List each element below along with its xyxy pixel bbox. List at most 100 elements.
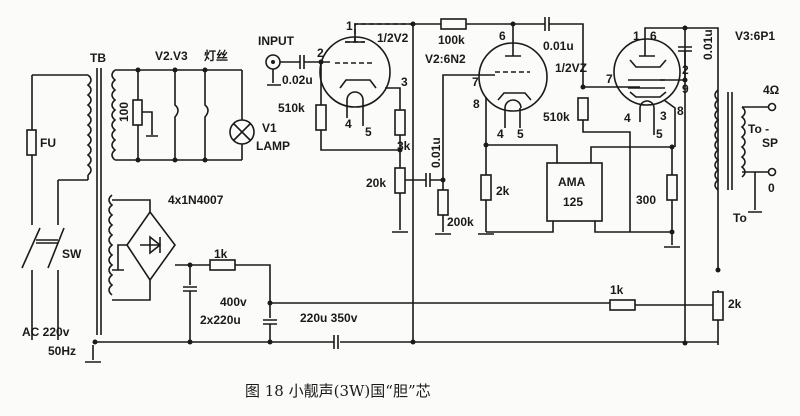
pin-label: 2 (682, 63, 689, 77)
grid-resistor-2 (437, 189, 449, 216)
bridge-label: 4x1N4007 (168, 193, 224, 207)
pin-label: 5 (656, 127, 663, 141)
ac-voltage-label: AC 220v (22, 325, 70, 339)
pin-label: 4 (345, 117, 352, 131)
cathode-resistor-3-label: 300 (636, 193, 656, 207)
ground-symbol (85, 345, 101, 363)
heater-label-cn: 灯丝 (204, 48, 228, 63)
primary-coil (86, 74, 92, 180)
pin-label: 6 (499, 29, 506, 43)
heater-winding (111, 69, 117, 161)
filter-resistor (209, 259, 236, 271)
input-stage: INPUT 0.02u 510k 1/2V2 1 2 3 4 5 3k 20k … (258, 19, 474, 235)
pin-label: 7 (472, 75, 479, 89)
output-stage: V3:6P1 0.01u 1 6 7 2 9 4 3 5 8 300 To 4Ω… (583, 25, 780, 225)
cathode-resistor-3 (666, 174, 678, 201)
pin-label: 2 (317, 46, 324, 60)
cathode-resistor-1-label: 3k (397, 139, 411, 153)
rectifier-filter: 4x1N4007 1k 400v 2x220u (112, 193, 277, 342)
pin-label: 8 (473, 97, 480, 111)
output-primary-coil (714, 89, 720, 191)
tube-v2-type: V2:6N2 (425, 52, 466, 66)
cathode-resistor-1 (394, 109, 406, 136)
heater-circuit: V2.V3 灯丝 100 V1 LAMP (115, 48, 290, 163)
volume-pot (394, 167, 406, 194)
pin-label: 1 (633, 29, 640, 43)
cathode-resistor-2 (480, 174, 492, 201)
lamp-ref-label: V1 (262, 121, 277, 135)
pin-label: 1 (346, 19, 353, 33)
tube-v1 (319, 36, 391, 108)
ac-freq-label: 50Hz (48, 344, 76, 358)
heater-pot-label: 100 (117, 102, 131, 122)
transformer-core (96, 68, 102, 335)
pin-label: 6 (650, 29, 657, 43)
plate-cap-label: 0.01u (701, 29, 715, 60)
coupling-cap-1-label: 0.01u (429, 137, 443, 168)
pin-label: 8 (677, 104, 684, 118)
filter-cap-voltage-label: 400v (220, 295, 247, 309)
feedback-resistor (440, 18, 467, 30)
feedback-resistor-label: 100k (438, 33, 465, 47)
tube-v2-label: 1/2VZ (555, 61, 587, 75)
module-label-2: 125 (563, 195, 583, 209)
heater-label: V2.V3 (155, 49, 188, 63)
switch-label: SW (62, 247, 82, 261)
tap-4-label: 4Ω (763, 83, 780, 97)
tap-0-label: 0 (768, 181, 775, 195)
output-secondary-coil (740, 106, 768, 213)
switch-symbol (21, 227, 65, 269)
filter-cap-value-label: 2x220u (200, 313, 241, 327)
lamp-symbol (229, 119, 255, 145)
grid-resistor-1 (315, 104, 327, 131)
ground-bus (95, 335, 718, 349)
grid-resistor-1-label: 510k (278, 101, 305, 115)
module-label-1: AMA (558, 175, 586, 189)
decouple-resistor (609, 299, 636, 311)
fuse-symbol (26, 129, 37, 156)
tube-v1-label: 1/2V2 (377, 31, 409, 45)
speaker-label-2: SP (762, 136, 778, 150)
bridge-rectifier (126, 210, 176, 282)
heater-pot (132, 99, 143, 126)
grid-resistor-3 (577, 97, 589, 121)
speaker-terminal-0 (767, 167, 777, 177)
cathode-resistor-2-label: 2k (496, 184, 510, 198)
pin-label: 4 (624, 111, 631, 125)
heater-filaments (174, 70, 243, 160)
input-label: INPUT (258, 34, 295, 48)
output-transformer-label: To (733, 211, 747, 225)
power-transformer: TB (85, 51, 117, 363)
figure-caption: 图 18 小靓声(3W)国“胆”芯 (245, 382, 431, 400)
pin-label: 3 (401, 75, 408, 89)
supply-buses: 220u 350v 1k 2k (92, 24, 742, 349)
ama125-module (546, 162, 603, 222)
speaker-label-1: To - (748, 122, 769, 136)
pin-label: 4 (497, 127, 504, 141)
pin-label: 5 (517, 127, 524, 141)
decouple-resistor-label: 1k (610, 283, 624, 297)
coupling-cap-2-label: 0.01u (543, 39, 574, 53)
filter-resistor-label: 1k (214, 247, 228, 261)
output-core (727, 92, 733, 190)
grid-resistor-2-label: 200k (447, 215, 474, 229)
pin-label: 7 (606, 72, 613, 86)
bleeder-resistor (712, 291, 724, 321)
input-cap-label: 0.02u (282, 73, 313, 87)
bleeder-resistor-label: 2k (728, 297, 742, 311)
bypass-cap-label: 220u 350v (300, 311, 358, 325)
mains-input: FU SW AC 220v 50Hz (21, 74, 88, 358)
tube-v3 (613, 38, 681, 106)
driver-stage: 100k V2:6N2 0.01u 1/2VZ 6 7 8 4 5 510k 2… (413, 17, 680, 248)
speaker-terminal-4 (767, 102, 777, 112)
ht-winding (108, 194, 114, 296)
tube-v3-type: V3:6P1 (735, 29, 775, 43)
lamp-label: LAMP (256, 139, 290, 153)
volume-pot-label: 20k (366, 176, 386, 190)
pin-label: 5 (365, 125, 372, 139)
transformer-label: TB (90, 51, 106, 65)
pin-label: 9 (682, 82, 689, 96)
fuse-label: FU (40, 136, 56, 150)
